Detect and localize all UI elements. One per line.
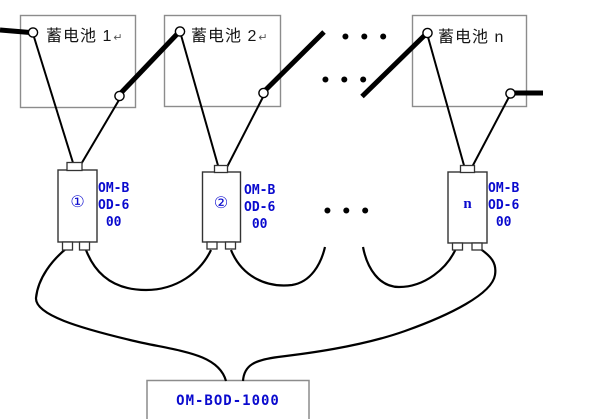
model-line: OM-B: [244, 183, 276, 198]
battery-n-name: 蓄电池 n: [438, 29, 505, 46]
battery-n-label: 蓄电池 n: [438, 23, 505, 47]
monitor-2-id: ②: [213, 195, 229, 212]
terminal-bn-pos: [422, 27, 433, 39]
paragraph-mark: ↵: [258, 32, 269, 44]
sense-wire-b1-pos: [33, 36, 75, 167]
battery-1-name: 蓄电池 1: [46, 28, 113, 45]
terminal-bn-neg: [505, 88, 516, 99]
model-line: OM-B: [488, 181, 520, 196]
cable-monitor1-to-central: [34, 247, 228, 382]
central-unit-box: [146, 379, 310, 419]
monitor-1-model: OM-B OD-6 00: [98, 180, 129, 231]
monitor-n-id: n: [463, 196, 472, 212]
terminal-b2-neg: [258, 87, 269, 99]
model-line: 00: [251, 217, 268, 232]
monitor-n-bottom-connector-left: [451, 242, 464, 251]
sense-wire-b2-pos: [180, 34, 220, 170]
monitor-n-bottom-connector-right: [471, 242, 483, 251]
battery-2-name: 蓄电池 2: [191, 28, 258, 45]
sense-wire-b1-neg: [79, 99, 120, 167]
cable-continuation-monitor-n: [361, 245, 459, 289]
monitor-1-bottom-connector-right: [78, 241, 91, 251]
monitor-2-box: [201, 171, 242, 243]
terminal-b1-pos: [27, 27, 39, 38]
bus-bar-left-feed: [0, 27, 31, 35]
monitor-1-bottom-connector-left: [61, 241, 74, 251]
model-line: OD-6: [98, 198, 130, 213]
bus-bar-battery2-out: [261, 30, 326, 95]
ellipsis-monitors: •••: [322, 202, 379, 222]
monitor-2-bottom-connector-right: [224, 241, 237, 250]
model-line: OD-6: [244, 200, 276, 215]
cable-monitor-n-to-central: [241, 247, 497, 382]
monitor-n-model: OM-B OD-6 00: [488, 180, 519, 231]
model-line: 00: [105, 215, 122, 230]
bus-bar-in-battery-n: [360, 31, 429, 99]
bus-bar-battery1-battery2: [117, 29, 182, 97]
battery-2-label: 蓄电池 2↵: [191, 22, 269, 46]
ellipsis-bus-top: •••: [340, 28, 397, 48]
model-line: OM-B: [98, 181, 130, 196]
terminal-b1-neg: [114, 90, 125, 102]
monitor-2-top-connector: [213, 164, 229, 174]
sense-wire-bn-neg: [470, 96, 510, 170]
sense-wire-b2-neg: [225, 96, 264, 170]
cable-monitor2-continuation: [229, 246, 327, 287]
model-line: OD-6: [488, 198, 520, 213]
monitor-1-id: ①: [70, 194, 85, 211]
monitor-1-box: [57, 169, 98, 243]
monitor-n-top-connector: [459, 164, 476, 174]
sense-wire-bn-pos: [427, 36, 466, 170]
paragraph-mark: ↵: [113, 32, 124, 44]
cable-monitor1-monitor2: [84, 249, 212, 292]
monitor-2-model: OM-B OD-6 00: [244, 182, 275, 233]
monitor-1-top-connector: [66, 161, 83, 172]
central-unit-label: OM-BOD-1000: [176, 393, 280, 409]
model-line: 00: [495, 215, 512, 230]
terminal-b2-pos: [174, 26, 186, 37]
ellipsis-bus-lower: •••: [320, 71, 377, 91]
monitor-2-bottom-connector-left: [206, 241, 218, 250]
battery-1-label: 蓄电池 1↵: [46, 22, 124, 46]
monitor-n-box: [447, 171, 488, 244]
